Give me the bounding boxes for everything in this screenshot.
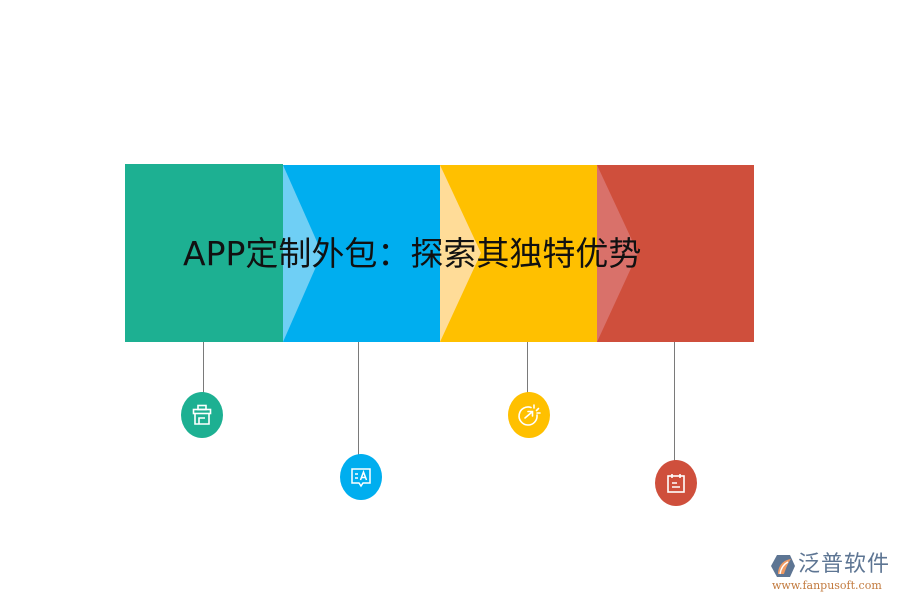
fanpu-logo-icon (771, 555, 795, 577)
connector-line-3 (527, 342, 528, 394)
chevron-shape (597, 165, 638, 342)
calendar-icon (667, 474, 685, 493)
chevron-shape (283, 165, 322, 342)
brand-name: 泛普软件 (798, 552, 891, 577)
connector-line-4 (674, 342, 675, 462)
segment-4 (597, 165, 754, 342)
connector-line-2 (358, 342, 359, 456)
segment-3 (440, 165, 597, 342)
segment-2 (283, 165, 440, 342)
connector-line-1 (203, 342, 204, 394)
step-2-badge (340, 454, 382, 500)
diagram-title: APP定制外包：探索其独特优势 (183, 234, 642, 273)
chevron-shape (440, 165, 481, 342)
brand-logo: 泛普软件 www.fanpusoft.com (770, 552, 895, 597)
step-3-badge (508, 392, 550, 438)
translate-chat-icon (351, 468, 371, 488)
shop-icon (192, 404, 212, 425)
launch-arrow-icon (518, 404, 541, 426)
step-4-badge (655, 460, 697, 506)
segment-1 (125, 164, 283, 342)
brand-url: www.fanpusoft.com (772, 579, 882, 592)
step-1-badge (181, 392, 223, 438)
